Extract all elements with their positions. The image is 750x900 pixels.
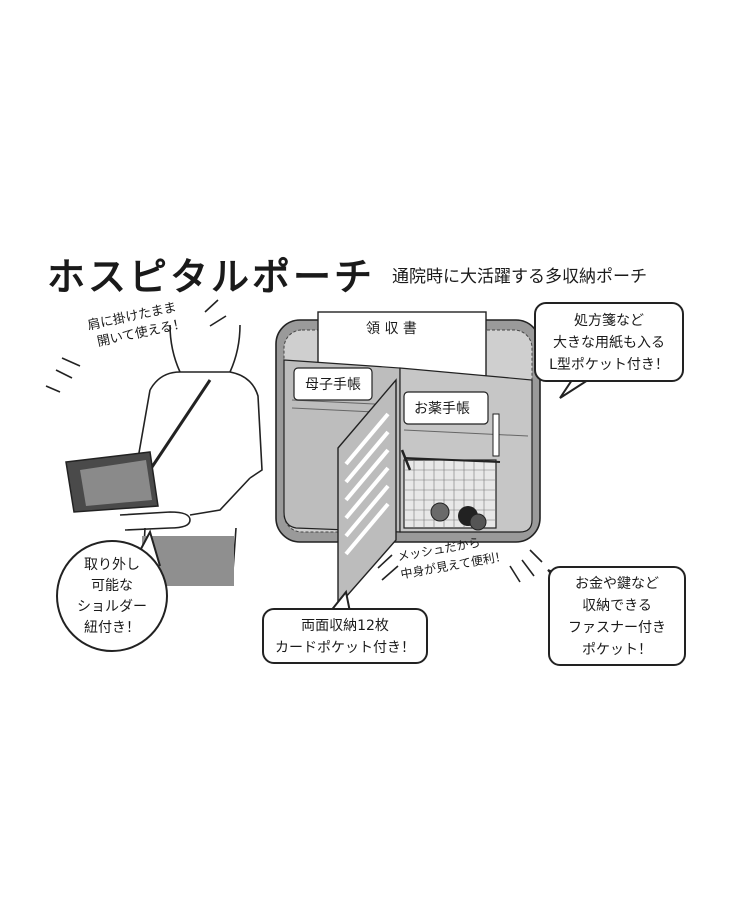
mesh-pocket (403, 457, 501, 531)
card-flap (337, 378, 397, 608)
shoulder-strap (148, 379, 212, 471)
emphasis-lines (45, 299, 543, 583)
page-title: ホスピタルポーチ (47, 255, 376, 299)
open-pouch (275, 311, 541, 608)
mother-child-notebook-label: 母子手帳 (305, 377, 361, 393)
page-subtitle: 通院時に大活躍する多収納ポーチ (392, 267, 647, 287)
medicine-notebook-label: お薬手帳 (414, 401, 470, 417)
card-pocket-callout: 両面収納12枚 カードポケット付き！ (262, 608, 428, 664)
carried-pouch (65, 451, 159, 513)
detachable-strap-callout: 取り外し 可能な ショルダー 紐付き！ (56, 540, 168, 652)
zipper-pocket-callout: お金や鍵など 収納できる ファスナー付き ポケット！ (548, 566, 686, 666)
receipt-label: 領 収 書 (366, 321, 417, 337)
l-pocket-callout: 処方箋など 大きな用紙も入る L型ポケット付き！ (534, 302, 684, 382)
